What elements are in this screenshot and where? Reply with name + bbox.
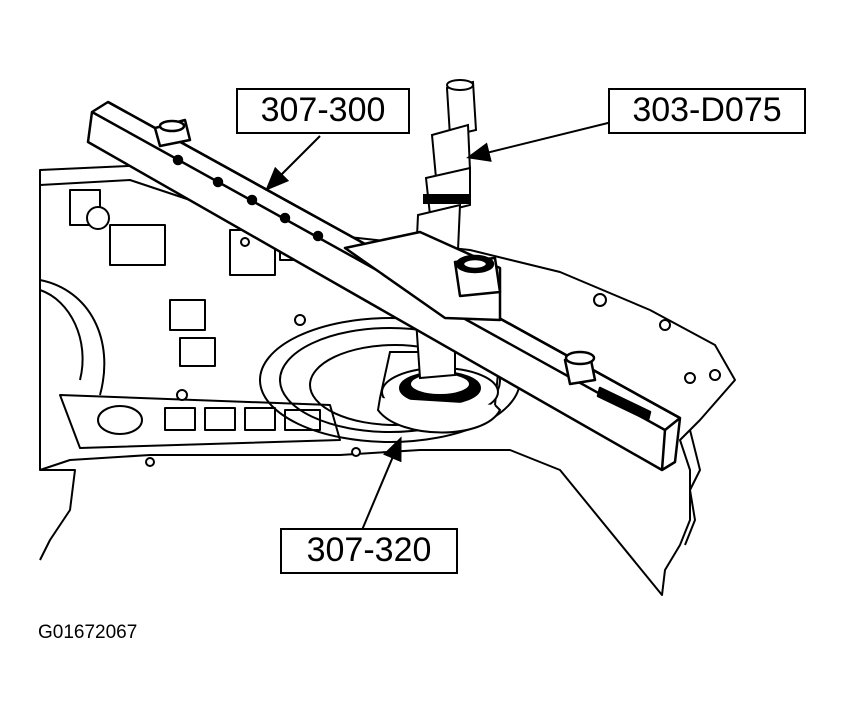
leader-lines [265, 121, 613, 531]
callout-slide-hammer: 303-D075 [608, 88, 806, 134]
callout-bar-tool: 307-300 [236, 88, 410, 134]
callout-seal-installer: 307-320 [280, 528, 458, 574]
figure-id: G01672067 [38, 622, 138, 643]
bar-tool-307-300 [86, 100, 682, 472]
